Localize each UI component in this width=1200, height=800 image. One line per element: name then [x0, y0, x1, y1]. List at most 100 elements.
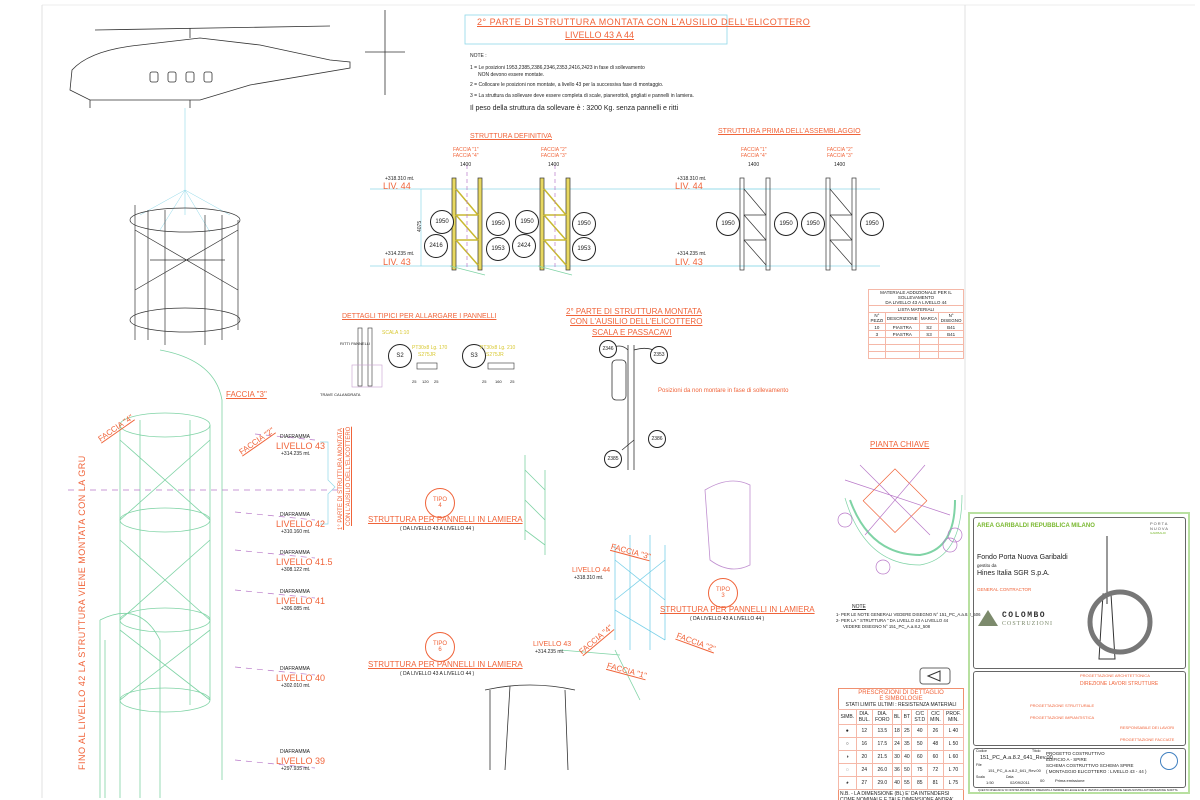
date-value: 02/09/2011 — [1010, 780, 1030, 785]
elev-top: +318.310 mt. — [385, 176, 415, 182]
dim: 160 — [495, 379, 502, 384]
cell: 17.5 — [871, 737, 893, 751]
cell: 35 — [901, 737, 913, 751]
prescr-subtitle: STATI LIMITE ULTIMI : RESISTENZA MATERIA… — [845, 702, 957, 708]
width-dim: 1400 — [460, 162, 472, 168]
face-label: FACCIA "4" — [741, 153, 767, 159]
drawing-no-label: Codice — [976, 749, 987, 753]
certification-logo-icon — [1160, 752, 1178, 770]
drawing-number: 151_PC_A.a.8.2_641_Rev.00 — [980, 755, 1053, 761]
position-bubble: 1950 — [572, 212, 596, 236]
gc-sub: COSTRUZIONI — [1002, 621, 1053, 627]
key-plan-note: 2- PER LA " STRUTTURA " DA LIVELLO 43 A … — [836, 618, 949, 623]
elev-bottom: +314.235 mt. — [385, 251, 415, 257]
cell: 30 — [891, 750, 903, 764]
cell: 3 — [868, 330, 886, 338]
cell: 29.0 — [871, 776, 893, 790]
col-header: BT — [901, 709, 913, 725]
liv-top: LIV. 44 — [675, 181, 703, 191]
cell: L 70 — [942, 763, 965, 777]
area-name: AREA GARIBALDI REPUBBLICA MILANO — [977, 523, 1095, 529]
tipo4-title: STRUTTURA PER PANNELLI IN LAMIERA — [368, 515, 523, 524]
cell: 21.5 — [871, 750, 893, 764]
position-bubble: 1950 — [774, 212, 798, 236]
role-label: PROGETTAZIONE IMPIANTISTICA — [1030, 715, 1095, 720]
cell: B41 — [938, 330, 964, 338]
key-plan — [837, 464, 963, 575]
position-bubble: 2385 — [604, 450, 622, 468]
cell: 55 — [901, 776, 913, 790]
level-label: DIAFRAMMA — [280, 749, 310, 755]
trave-label: TRAVE CALANDRATA — [320, 392, 361, 397]
key-plan-note: VEDERE DISEGNO N° 151_PC_A.a.8.2_508 — [843, 624, 930, 629]
file-name: 151_PC_A.a.8.2_641_Rev.00 — [988, 768, 1041, 773]
role-label: PROGETTAZIONE FACCIATE — [1120, 737, 1175, 742]
face-label: FACCIA "2" — [541, 147, 567, 153]
width-dim: 1400 — [748, 162, 760, 168]
face-label: FACCIA "1" — [741, 147, 767, 153]
level-name: LIVELLO 41.5 — [276, 557, 333, 567]
liv-bottom: LIV. 43 — [675, 257, 703, 267]
scala-note: Posizioni da non montare in fase di soll… — [658, 388, 789, 394]
role-label: PROGETTAZIONE STRUTTURALE — [1030, 703, 1095, 708]
materials-title: MATERIALE ADDIZIONALE PER IL SOLLEVAMENT… — [880, 290, 952, 300]
col-header: DESCRIZIONE — [884, 312, 920, 324]
cell: 27 — [855, 776, 873, 790]
scala-title: SCALA E PASSACAVI — [592, 328, 672, 337]
prima-title: STRUTTURA PRIMA DELL'ASSEMBLAGGIO — [718, 128, 861, 135]
cell: S2 — [918, 323, 940, 331]
cell: 18 — [891, 724, 903, 738]
cell: 50 — [901, 763, 913, 777]
cell: 24 — [855, 763, 873, 777]
cell: 40 — [911, 724, 929, 738]
cell: B41 — [938, 323, 964, 331]
cell: 72 — [927, 763, 944, 777]
position-bubble: 1950 — [860, 212, 884, 236]
bolt-symbol: ◑ — [838, 750, 857, 764]
level-elev: +310.160 mt. — [281, 529, 311, 535]
cell: 24 — [891, 737, 903, 751]
cell: 12 — [855, 724, 873, 738]
file-label: File — [976, 763, 982, 767]
desc-line: PROGETTO COSTRUTTIVO — [1046, 751, 1105, 756]
cell: 16 — [855, 737, 873, 751]
note-2: 2 = Collocare le posizioni non montate, … — [470, 82, 664, 88]
cell: L 40 — [942, 724, 965, 738]
desc-line: SCHEMA COSTRUTTIVO SCHEMA SPIRE — [1046, 763, 1134, 768]
dim: 25 — [434, 379, 439, 384]
face-label: FACCIA "3" — [226, 390, 267, 399]
footer-disclaimer: QUESTO DISEGNO E' DI NOSTRA PROPRIETA' R… — [978, 789, 1178, 792]
cell: L 75 — [942, 776, 965, 790]
position-bubble: 1950 — [515, 210, 539, 234]
tower-structure — [99, 349, 223, 798]
detail-s2-bubble: S2 — [388, 344, 412, 368]
cell: S3 — [918, 330, 940, 338]
cell: 20 — [855, 750, 873, 764]
tower-logo-icon — [1087, 536, 1153, 660]
manager-name: Hines Italia SGR S.p.A. — [977, 570, 1050, 577]
face-label: FACCIA "3" — [541, 153, 567, 159]
level-elev: +302.010 mt. — [281, 683, 311, 689]
position-bubble: 1953 — [486, 237, 510, 261]
gc-name: COLOMBO — [1002, 611, 1047, 620]
s3-spec: PT30x8 Lg. 210 — [480, 345, 516, 351]
tag-text: TIPO — [432, 497, 447, 503]
tipo3-range: ( DA LIVELLO 43 A LIVELLO 44 ) — [690, 616, 765, 622]
position-bubble: 2386 — [648, 430, 666, 448]
date-label: Data — [1006, 775, 1014, 779]
elev-top: +318.310 mt. — [677, 176, 707, 182]
tipo6-range: ( DA LIVELLO 43 A LIVELLO 44 ) — [400, 671, 475, 677]
scala-title: 2° PARTE DI STRUTTURA MONTATA — [566, 307, 702, 316]
gc-label: GENERAL CONTRACTOR — [977, 587, 1032, 592]
col-header: N° DISEGNO — [938, 312, 964, 324]
tag-text: 6 — [438, 647, 442, 653]
cell: 26 — [927, 724, 944, 738]
col-header: DIA. BUL. — [855, 709, 873, 725]
bolt-symbol: ◕ — [838, 776, 857, 790]
